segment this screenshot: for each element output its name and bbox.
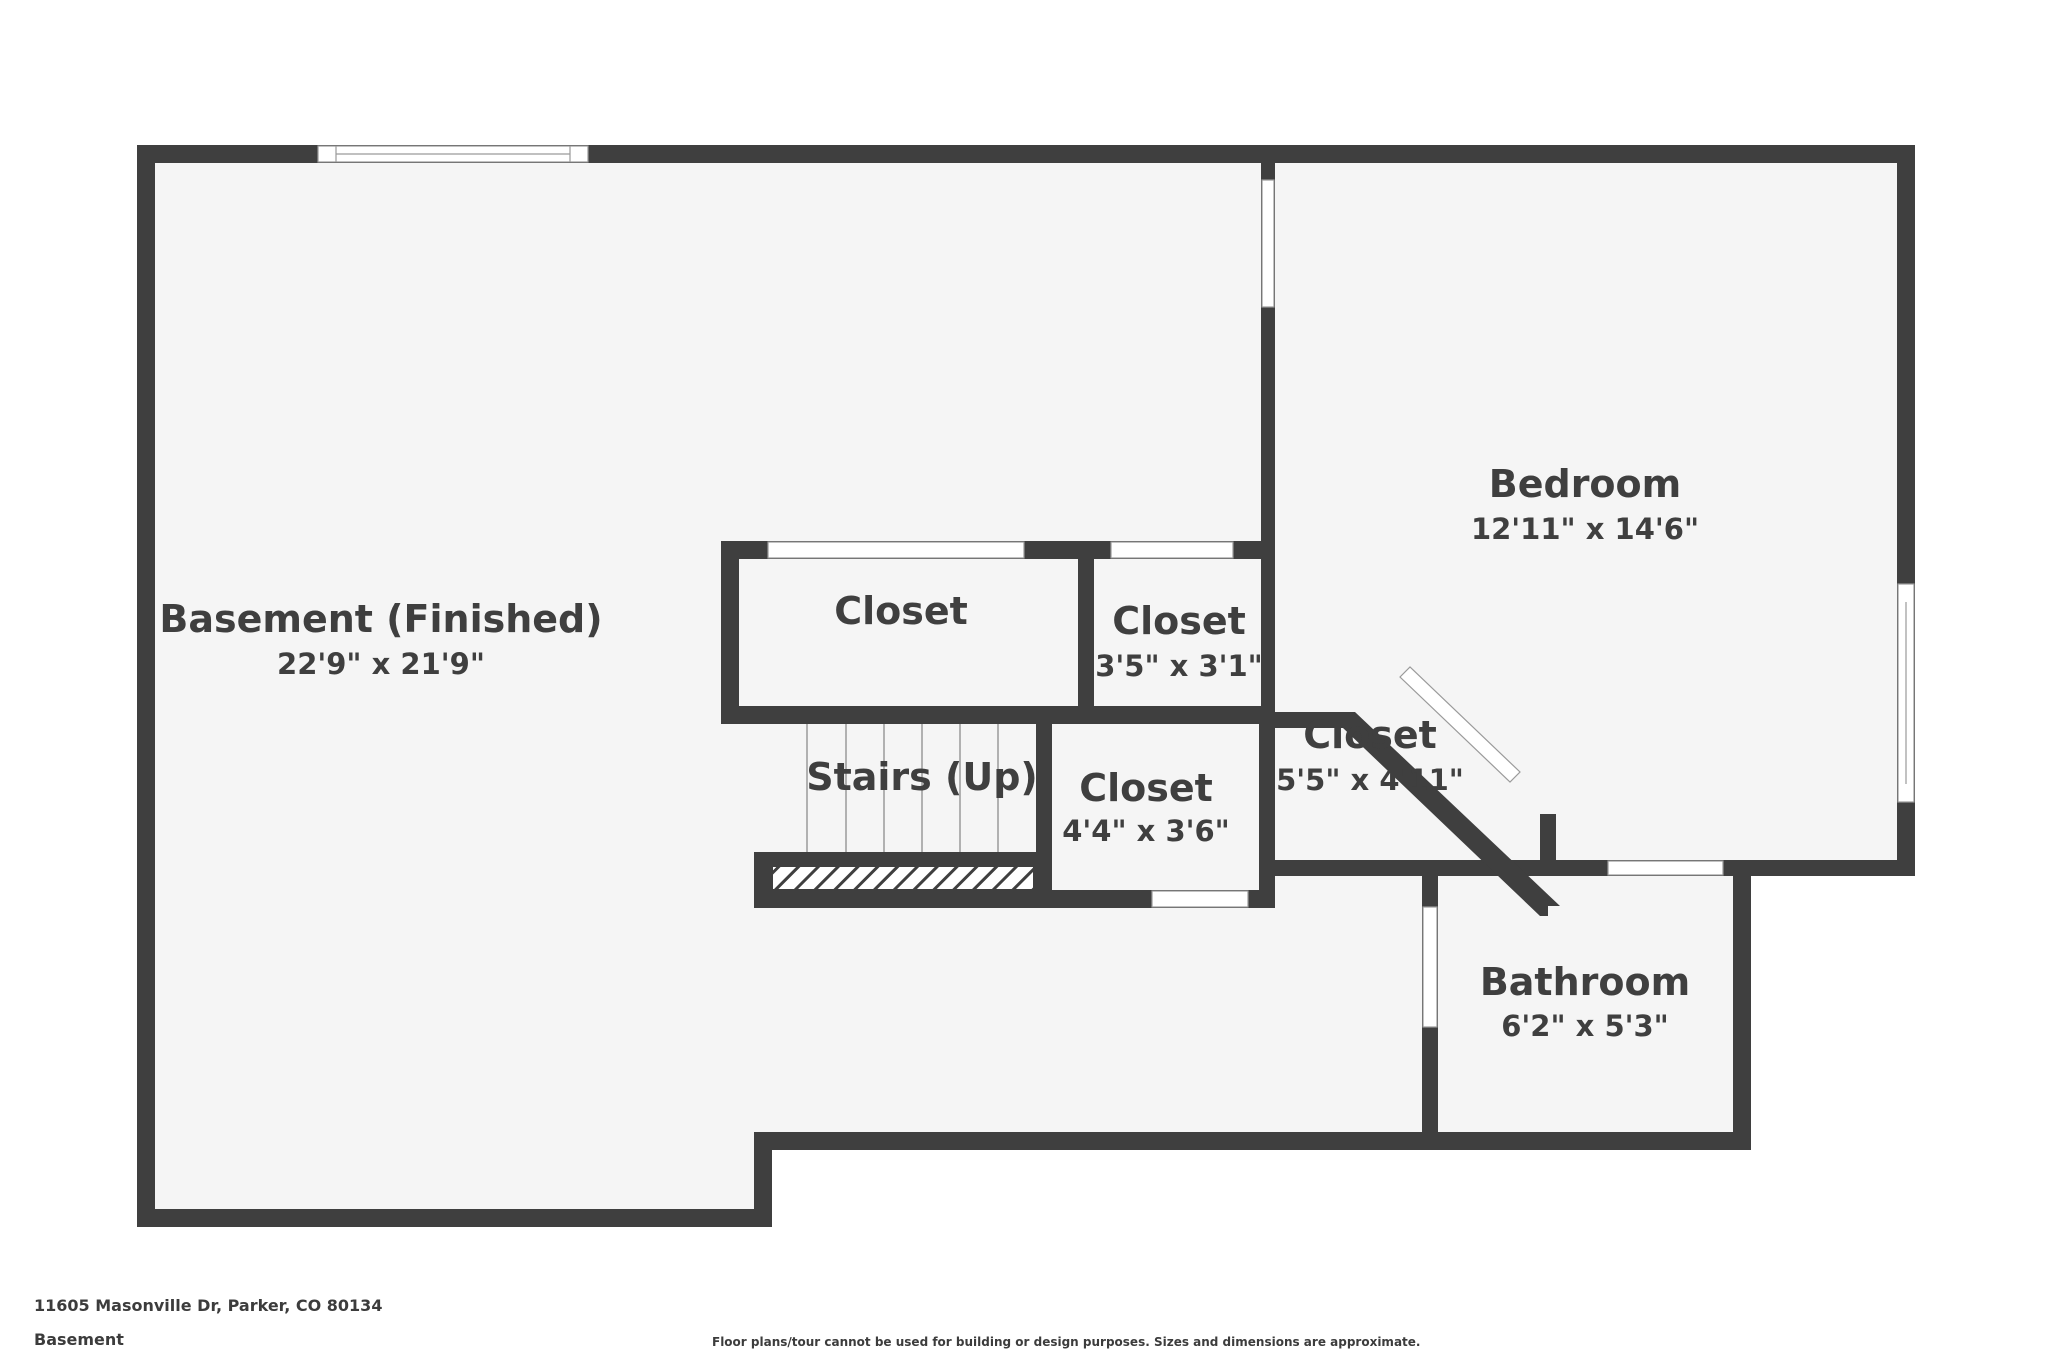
wall-left xyxy=(137,145,155,1227)
wall-bottom-left xyxy=(137,1209,772,1227)
stairs-name: Stairs (Up) xyxy=(806,755,1038,799)
bedroom-dims: 12'11" x 14'6" xyxy=(1471,512,1699,546)
bathroom-name: Bathroom xyxy=(1480,960,1690,1004)
wall-closet-left xyxy=(721,541,739,724)
door-closet-top-right xyxy=(1110,541,1234,559)
wall-bedroom-south xyxy=(1261,860,1915,876)
door-bathroom-top xyxy=(1607,860,1724,876)
disclaimer: Floor plans/tour cannot be used for buil… xyxy=(712,1335,1421,1349)
wall-bedroom-west xyxy=(1261,145,1275,865)
stairs-railing xyxy=(771,865,1035,891)
closet-top-right-dims: 3'5" x 3'1" xyxy=(1095,649,1263,683)
bathroom-dims: 6'2" x 5'3" xyxy=(1501,1009,1669,1043)
wall-closet-mid-horizontal xyxy=(721,706,1275,724)
wall-notch-vertical xyxy=(754,1132,772,1227)
wall-bottom-right xyxy=(754,1132,1751,1150)
floor-level-label: Basement xyxy=(34,1330,124,1349)
wall-angled-top xyxy=(1261,712,1349,728)
wall-angled-end xyxy=(1540,814,1556,870)
wall-small-closet-right xyxy=(1259,706,1275,908)
closet-small-name: Closet xyxy=(1079,766,1213,810)
closet-small-floor xyxy=(1053,720,1272,904)
wall-bath-right xyxy=(1733,860,1751,1150)
openings xyxy=(317,145,1915,1028)
room-floors xyxy=(147,156,1909,1220)
closet-angled-dims: 5'5" x 4'11" xyxy=(1276,763,1464,797)
stair-treads xyxy=(806,724,999,852)
door-angled-closet xyxy=(1399,666,1521,783)
closet-top-right-name: Closet xyxy=(1112,599,1246,643)
bedroom-name: Bedroom xyxy=(1489,462,1682,506)
door-bathroom-west xyxy=(1422,906,1438,1028)
basement-dims: 22'9" x 21'9" xyxy=(277,647,485,681)
closet-small-dims: 4'4" x 3'6" xyxy=(1062,814,1230,848)
wall-closet-divider xyxy=(1078,541,1094,724)
basement-floor xyxy=(147,156,1432,1220)
closet-angled-floor xyxy=(1272,720,1548,906)
door-closet-top-left xyxy=(767,541,1025,559)
wall-angled-diagonal xyxy=(1343,712,1560,916)
closet-angled-name: Closet xyxy=(1303,713,1437,757)
property-address: 11605 Masonville Dr, Parker, CO 80134 xyxy=(34,1296,383,1315)
bathroom-floor xyxy=(1433,868,1751,1138)
closet-top-left-floor xyxy=(733,555,1080,708)
basement-name: Basement (Finished) xyxy=(159,597,602,641)
closet-top-right-floor xyxy=(1092,555,1272,708)
room-labels: Basement (Finished) 22'9" x 21'9" Bedroo… xyxy=(159,462,1699,1043)
door-closet-small xyxy=(1151,890,1249,908)
door-bedroom xyxy=(1261,179,1275,308)
closet-top-left-name: Closet xyxy=(834,589,968,633)
